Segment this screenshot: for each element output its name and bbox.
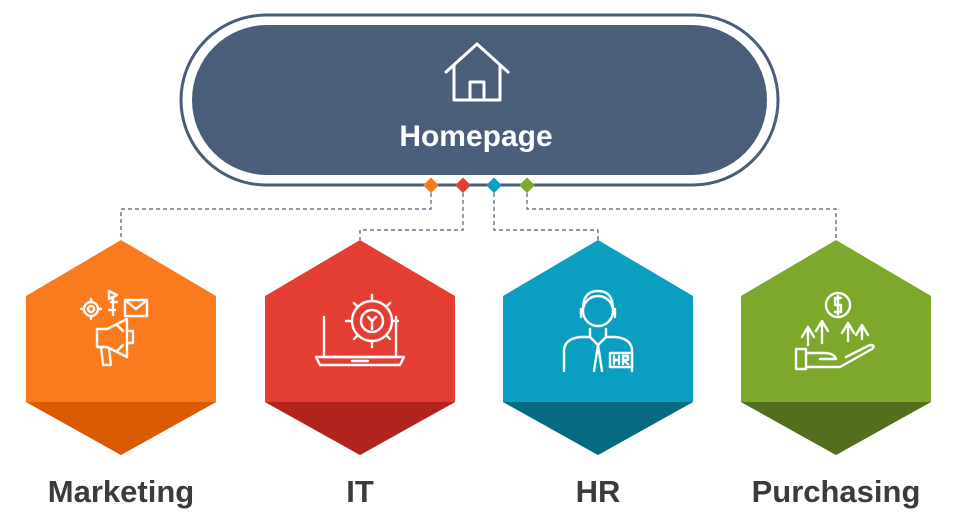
connector-it bbox=[359, 186, 464, 240]
diamond-hr bbox=[486, 177, 502, 194]
label-purchasing: Purchasing bbox=[752, 474, 921, 509]
diamond-markers bbox=[423, 177, 535, 194]
homepage-title: Homepage bbox=[399, 120, 552, 153]
label-it: IT bbox=[346, 474, 374, 509]
marketing-megaphone-icon bbox=[79, 289, 149, 367]
connector-hr bbox=[493, 186, 599, 240]
homepage-node[interactable]: Homepage bbox=[179, 13, 780, 187]
hexagon-marketing-shade bbox=[26, 402, 216, 455]
diamond-marketing bbox=[423, 177, 439, 194]
hexagon-hr-shade bbox=[503, 402, 693, 455]
hexagon-marketing[interactable] bbox=[26, 240, 216, 455]
hexagon-purchasing[interactable] bbox=[741, 240, 931, 455]
diamond-it bbox=[455, 177, 471, 194]
hexagon-it-body bbox=[265, 240, 455, 455]
connectors bbox=[120, 186, 837, 240]
label-marketing: Marketing bbox=[48, 474, 194, 509]
hexagon-hr[interactable] bbox=[503, 240, 693, 455]
hexagon-purchasing-body bbox=[741, 240, 931, 455]
label-hr: HR bbox=[576, 474, 621, 509]
connector-marketing bbox=[120, 186, 432, 240]
department-labels: Marketing IT HR Purchasing bbox=[48, 474, 921, 509]
hexagon-purchasing-shade bbox=[741, 402, 931, 455]
hr-person-icon bbox=[562, 289, 634, 373]
house-icon bbox=[444, 42, 510, 102]
diamond-purchasing bbox=[519, 177, 535, 194]
laptop-gear-icon bbox=[314, 293, 406, 367]
connector-purchasing bbox=[526, 186, 837, 240]
hand-coin-growth-icon bbox=[794, 291, 875, 371]
hexagon-it[interactable] bbox=[265, 240, 455, 455]
department-nodes bbox=[26, 240, 931, 455]
hexagon-it-shade bbox=[265, 402, 455, 455]
